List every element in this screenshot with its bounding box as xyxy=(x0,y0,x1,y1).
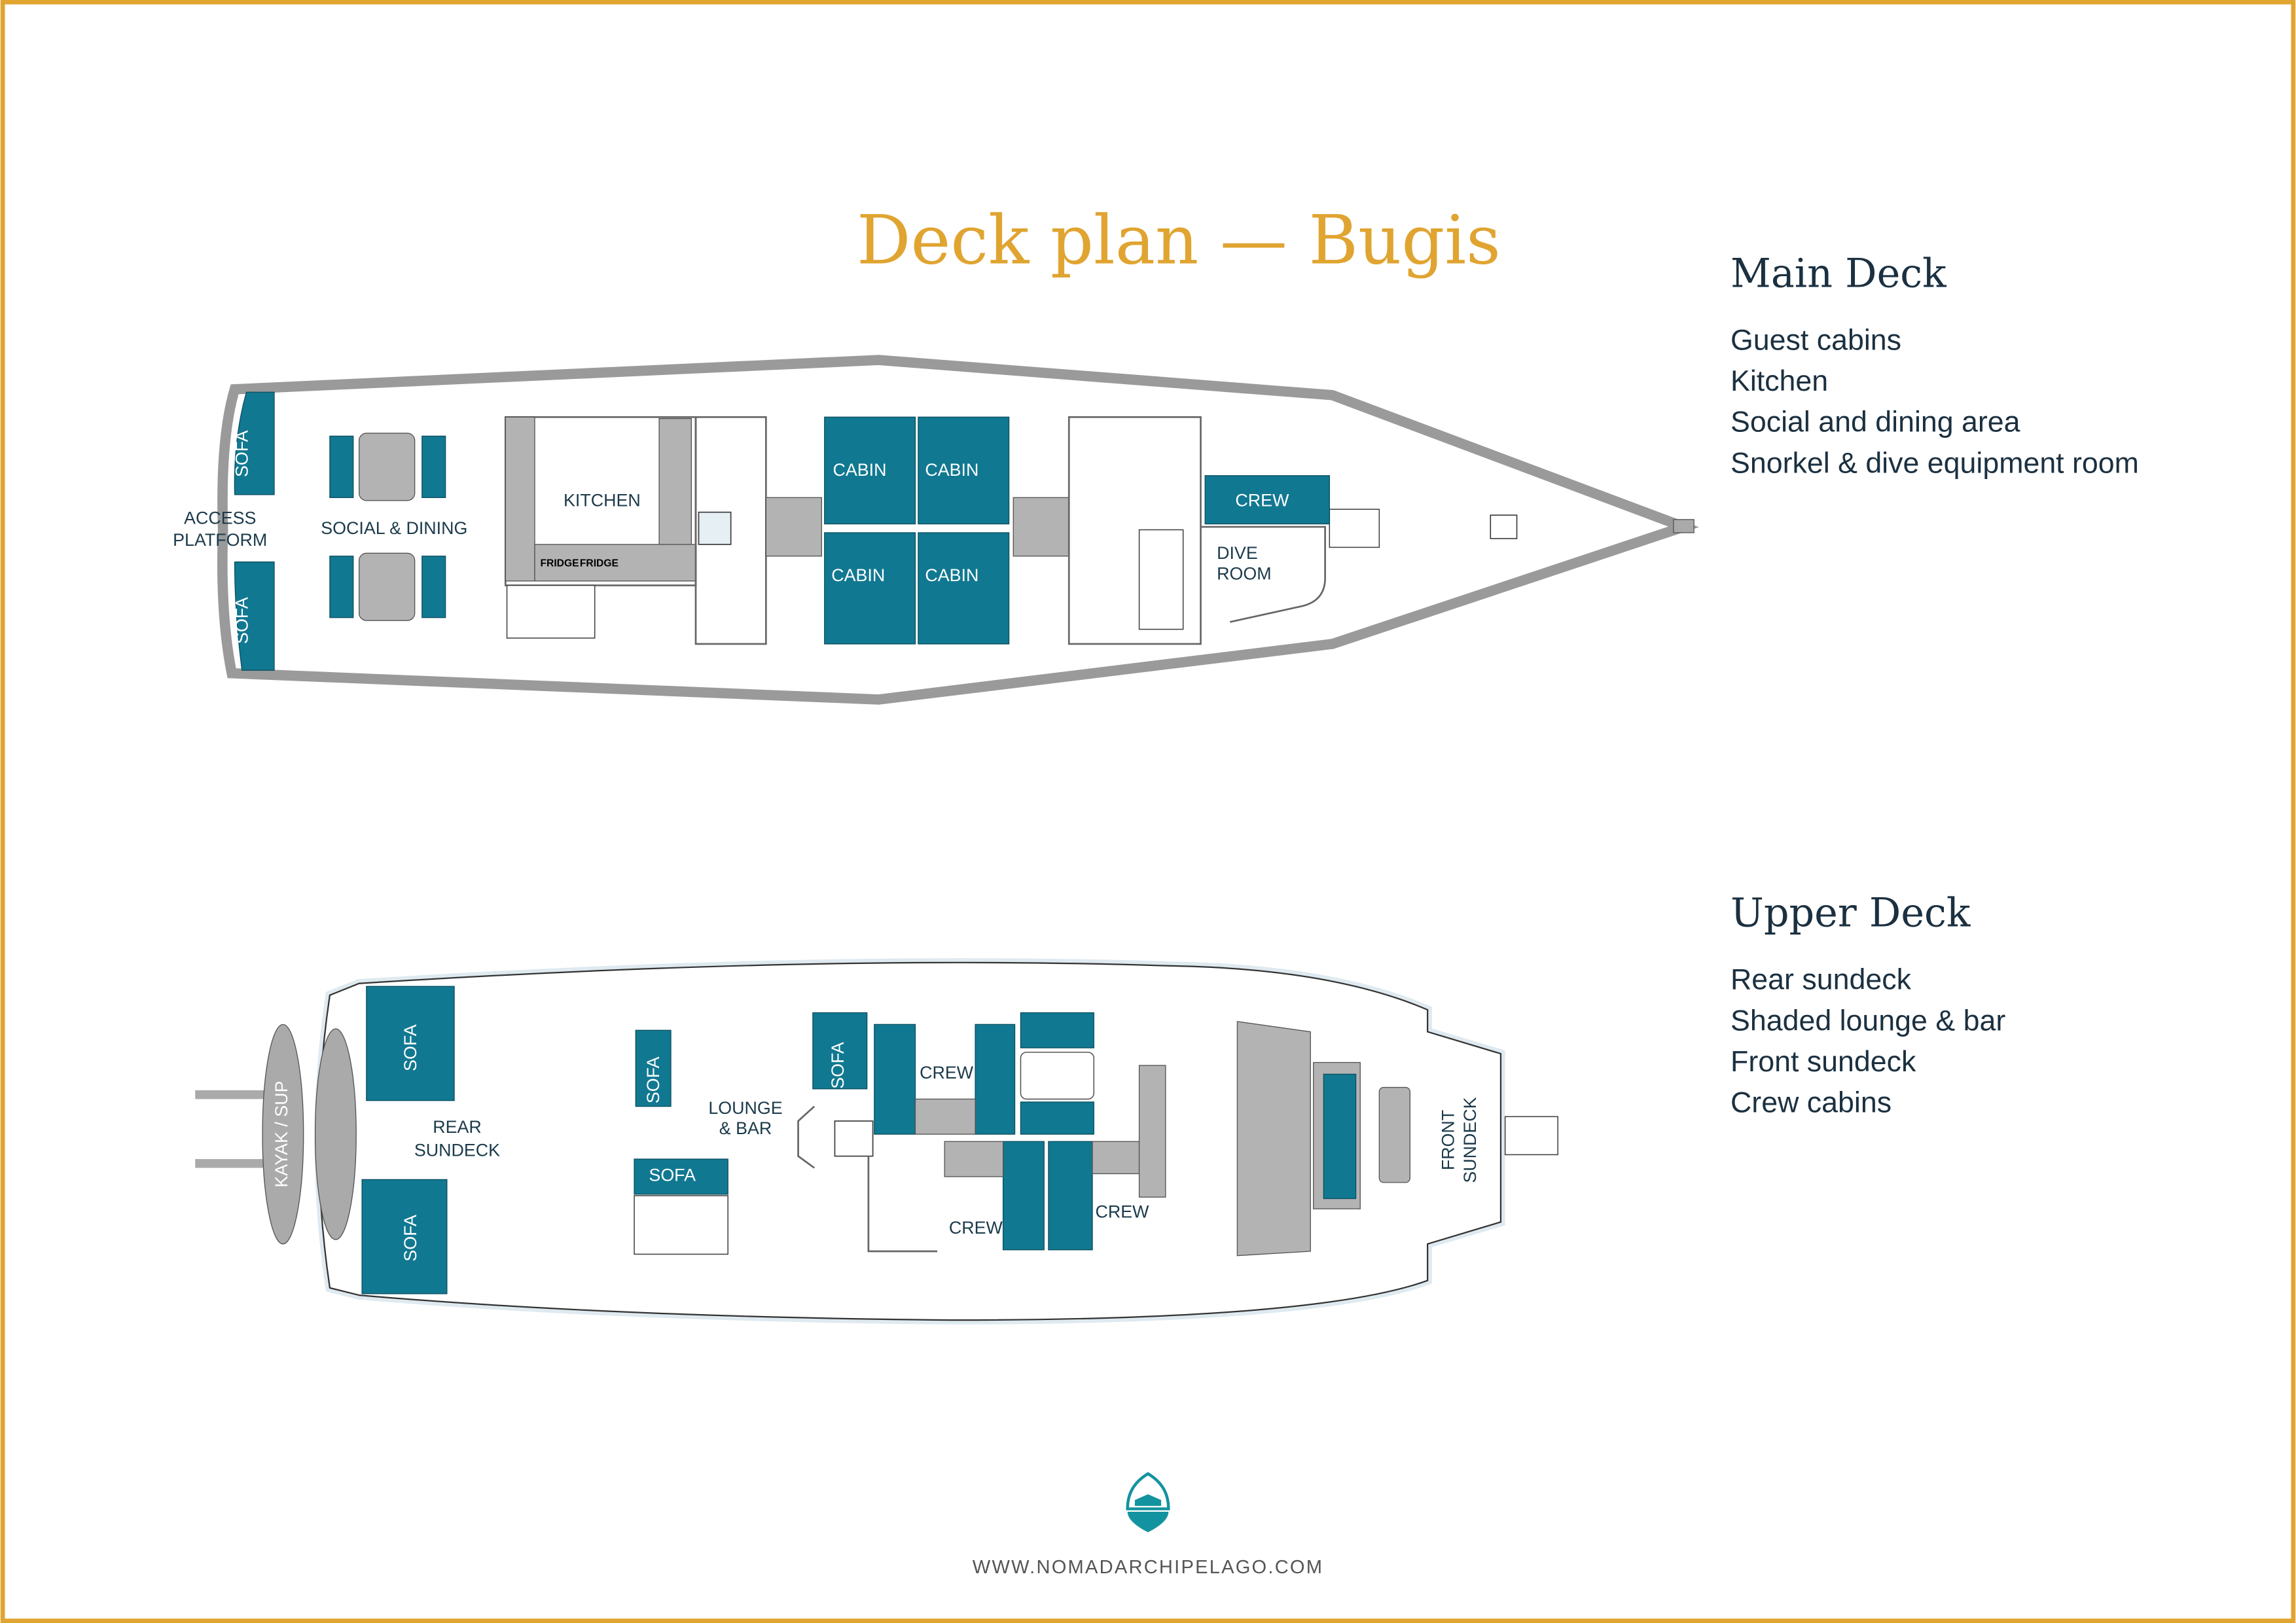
sofa-label: SOFA xyxy=(232,430,252,477)
crew-label: CREW xyxy=(949,1218,1003,1238)
website-link[interactable]: WWW.NOMADARCHIPELAGO.COM xyxy=(973,1557,1323,1578)
sofa-label: SOFA xyxy=(643,1056,663,1103)
boarding-ladder xyxy=(1504,1116,1558,1156)
dive-room-label: DIVE xyxy=(1217,543,1258,563)
stairs xyxy=(1138,529,1184,630)
cabin-label: CABIN xyxy=(925,565,978,585)
crew-label: CREW xyxy=(1235,491,1289,510)
fridge-label: FRIDGE xyxy=(540,558,579,569)
sofa-label: SOFA xyxy=(649,1166,696,1185)
sofa xyxy=(812,1012,868,1090)
upper-deck-legend: Upper Deck Rear sundeck Shaded lounge & … xyxy=(1731,891,2005,1119)
windlass xyxy=(1490,514,1518,539)
front-sundeck-label: SUNDECK xyxy=(1460,1097,1480,1183)
legend-item: Social and dining area xyxy=(1731,406,2020,438)
dive-room-walls xyxy=(1200,526,1326,623)
cabin xyxy=(824,416,916,525)
crew-cabin xyxy=(1204,475,1330,525)
rear-sundeck-label: REAR xyxy=(433,1117,482,1137)
cabin-label: CABIN xyxy=(833,460,886,480)
upper-deck-outline xyxy=(318,961,1502,1321)
page-title: Deck plan — Bugis xyxy=(857,202,1501,280)
lounge-bar-label: & BAR xyxy=(719,1118,772,1138)
cabin-label: CABIN xyxy=(831,565,885,585)
stairs xyxy=(1329,508,1380,548)
sofa xyxy=(634,1158,728,1195)
main-deck-plan: SOFA SOFA ACCESS PLATFORM SOCIAL & DININ… xyxy=(173,355,1699,705)
upper-deck-plan: KAYAK / SUP SOFA SOFA REAR SUNDECK SOFA … xyxy=(195,958,1558,1325)
wheelhouse xyxy=(1236,1021,1311,1257)
dining-tables xyxy=(329,433,446,621)
kayak-rack xyxy=(195,1090,283,1099)
legend-item: Crew cabins xyxy=(1731,1087,1892,1119)
rear-sundeck-label: SUNDECK xyxy=(414,1141,500,1160)
cabin-label: CABIN xyxy=(925,460,978,480)
kitchen-label: KITCHEN xyxy=(564,491,641,510)
main-deck-legend: Main Deck Guest cabins Kitchen Social an… xyxy=(1731,251,2139,479)
cabin xyxy=(824,532,916,645)
legend-item: Snorkel & dive equipment room xyxy=(1731,447,2139,479)
main-deck-heading: Main Deck xyxy=(1731,251,1946,296)
kayak-sup-label: KAYAK / SUP xyxy=(272,1081,291,1188)
sofa xyxy=(361,1179,448,1294)
boat-logo-icon xyxy=(1126,1472,1170,1533)
stairs xyxy=(634,1195,728,1255)
corridor xyxy=(765,497,822,557)
sunbed xyxy=(1378,1086,1410,1183)
sofa-label: SOFA xyxy=(401,1215,420,1262)
front-sundeck-label: FRONT xyxy=(1438,1110,1458,1170)
sup-board xyxy=(314,1028,357,1240)
sofa xyxy=(366,986,455,1101)
crew-cabins xyxy=(797,1012,1166,1253)
kayak-rack xyxy=(195,1159,283,1168)
crew-label: CREW xyxy=(920,1063,974,1082)
crew-label: CREW xyxy=(1095,1202,1149,1222)
corridor xyxy=(1013,497,1069,557)
bathroom-block xyxy=(1067,416,1202,645)
access-platform-label: PLATFORM xyxy=(173,530,267,550)
helm-seat xyxy=(1323,1073,1357,1200)
sofa-label: SOFA xyxy=(232,597,252,644)
sofa xyxy=(234,391,275,495)
cabin xyxy=(918,416,1010,525)
legend-item: Guest cabins xyxy=(1731,324,1901,356)
legend-item: Rear sundeck xyxy=(1731,964,1912,996)
social-dining-label: SOCIAL & DINING xyxy=(321,518,467,538)
access-platform-label: ACCESS xyxy=(184,508,256,528)
bow-post xyxy=(1673,519,1695,533)
upper-deck-heading: Upper Deck xyxy=(1731,891,1971,936)
legend-item: Front sundeck xyxy=(1731,1046,1916,1078)
dive-room-label: ROOM xyxy=(1217,564,1271,584)
fridge-label: FRIDGE xyxy=(580,558,619,569)
stair-hatch xyxy=(698,511,732,545)
sofa-label: SOFA xyxy=(401,1024,420,1071)
sofa-label: SOFA xyxy=(828,1042,848,1089)
legend-item: Shaded lounge & bar xyxy=(1731,1005,2005,1037)
cabin xyxy=(918,532,1010,645)
lounge-bar-label: LOUNGE xyxy=(708,1098,782,1118)
sofa xyxy=(635,1029,672,1107)
sofa xyxy=(234,562,275,671)
kayak xyxy=(262,1024,304,1245)
legend-item: Kitchen xyxy=(1731,365,1828,397)
